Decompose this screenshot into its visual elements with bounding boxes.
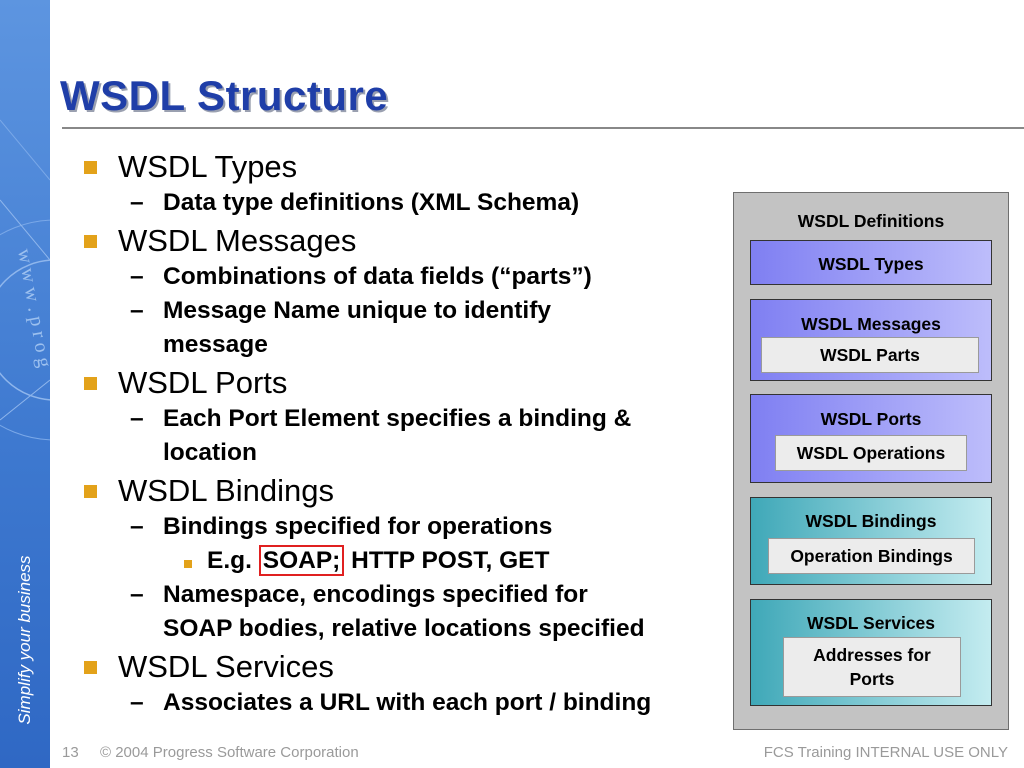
square-bullet-icon — [84, 661, 97, 674]
bullet-label: WSDL Ports — [118, 365, 288, 400]
messages-label: WSDL Messages — [801, 314, 941, 334]
bullet-label: WSDL Bindings — [118, 473, 334, 508]
sub-bullet-text-cont: message — [163, 331, 268, 358]
addresses-line1: Addresses for — [813, 645, 931, 665]
sub-bullet-text: Bindings specified for operations — [163, 513, 553, 540]
bullet-services: WSDL Services — [84, 648, 734, 686]
addresses-line2: Ports — [849, 669, 895, 689]
sub-sub-bullet-prefix: E.g. — [207, 547, 259, 574]
ports-label: WSDL Ports — [820, 409, 922, 429]
dash-bullet-icon: – — [130, 581, 144, 608]
bullet-ports: WSDL Ports — [84, 364, 734, 402]
messages-box: WSDL Messages WSDL Parts — [750, 299, 992, 381]
parts-box: WSDL Parts — [761, 337, 979, 373]
dash-bullet-icon: – — [130, 189, 144, 216]
operations-box: WSDL Operations — [775, 435, 967, 471]
small-square-bullet-icon — [184, 560, 192, 568]
dash-bullet-icon: – — [130, 513, 144, 540]
services-label: WSDL Services — [806, 613, 936, 633]
sidebar-watermark-graphic: w w w . p r o g — [0, 119, 50, 441]
dash-bullet-icon: – — [130, 689, 144, 716]
wsdl-structure-diagram: WSDL Definitions WSDL Types WSDL Message… — [733, 192, 1009, 730]
addresses-box: Addresses for Ports — [783, 637, 961, 697]
ports-box: WSDL Ports WSDL Operations — [750, 394, 992, 483]
footer-notice: FCS Training INTERNAL USE ONLY — [763, 744, 1008, 761]
page-number: 13 — [62, 744, 79, 761]
sub-bullet-text-cont: location — [163, 439, 257, 466]
services-box: WSDL Services Addresses for Ports — [750, 599, 992, 706]
sub-bullet: – Data type definitions (XML Schema) — [84, 186, 734, 220]
sub-bullet-text: Message Name unique to identify — [163, 297, 551, 324]
dash-bullet-icon: – — [130, 405, 144, 432]
sub-bullet: – Combinations of data fields (“parts”) — [84, 260, 734, 294]
sub-bullet-text: Data type definitions (XML Schema) — [163, 189, 580, 216]
bullet-list: WSDL Types – Data type definitions (XML … — [84, 146, 734, 720]
bindings-label: WSDL Bindings — [805, 511, 937, 531]
square-bullet-icon — [84, 235, 97, 248]
square-bullet-icon — [84, 377, 97, 390]
types-box: WSDL Types — [750, 240, 992, 285]
footer-copyright: © 2004 Progress Software Corporation — [100, 744, 359, 761]
svg-text:w w w . p r o g: w w w . p r o g — [13, 247, 50, 369]
diagram-header: WSDL Definitions — [797, 211, 945, 231]
square-bullet-icon — [84, 485, 97, 498]
bullet-label: WSDL Messages — [118, 223, 357, 258]
sub-sub-bullet: E.g. SOAP; HTTP POST, GET — [84, 544, 734, 578]
soap-highlight: SOAP; — [258, 545, 345, 576]
sub-bullet-text: Namespace, encodings specified for — [163, 581, 588, 608]
sub-bullet-text: Combinations of data fields (“parts”) — [163, 263, 592, 290]
sub-bullet-text: Associates a URL with each port / bindin… — [163, 689, 652, 716]
sub-bullet: – Bindings specified for operations — [84, 510, 734, 544]
bullet-label: WSDL Services — [118, 649, 334, 684]
sub-bullet: – Associates a URL with each port / bind… — [84, 686, 734, 720]
bullet-messages: WSDL Messages — [84, 222, 734, 260]
sub-bullet-text: Each Port Element specifies a binding & — [163, 405, 632, 432]
square-bullet-icon — [84, 161, 97, 174]
bullet-label: WSDL Types — [118, 149, 298, 184]
sub-bullet: – Message Name unique to identify messag… — [84, 294, 734, 362]
title-divider — [62, 127, 1024, 129]
sub-bullet-text-cont: SOAP bodies, relative locations specifie… — [163, 615, 645, 642]
sub-bullet: – Namespace, encodings specified for SOA… — [84, 578, 734, 646]
operation-bindings-box: Operation Bindings — [768, 538, 975, 574]
sub-sub-bullet-rest: HTTP POST, GET — [344, 547, 550, 574]
sidebar: w w w . p r o g Simplify your business — [0, 0, 50, 768]
dash-bullet-icon: – — [130, 297, 144, 324]
dash-bullet-icon: – — [130, 263, 144, 290]
bindings-box: WSDL Bindings Operation Bindings — [750, 497, 992, 585]
slide-title: WSDL Structure — [60, 72, 389, 119]
sidebar-tagline: Simplify your business — [15, 555, 34, 725]
types-label: WSDL Types — [818, 254, 924, 274]
sub-bullet: – Each Port Element specifies a binding … — [84, 402, 734, 470]
bullet-types: WSDL Types — [84, 148, 734, 186]
bullet-bindings: WSDL Bindings — [84, 472, 734, 510]
